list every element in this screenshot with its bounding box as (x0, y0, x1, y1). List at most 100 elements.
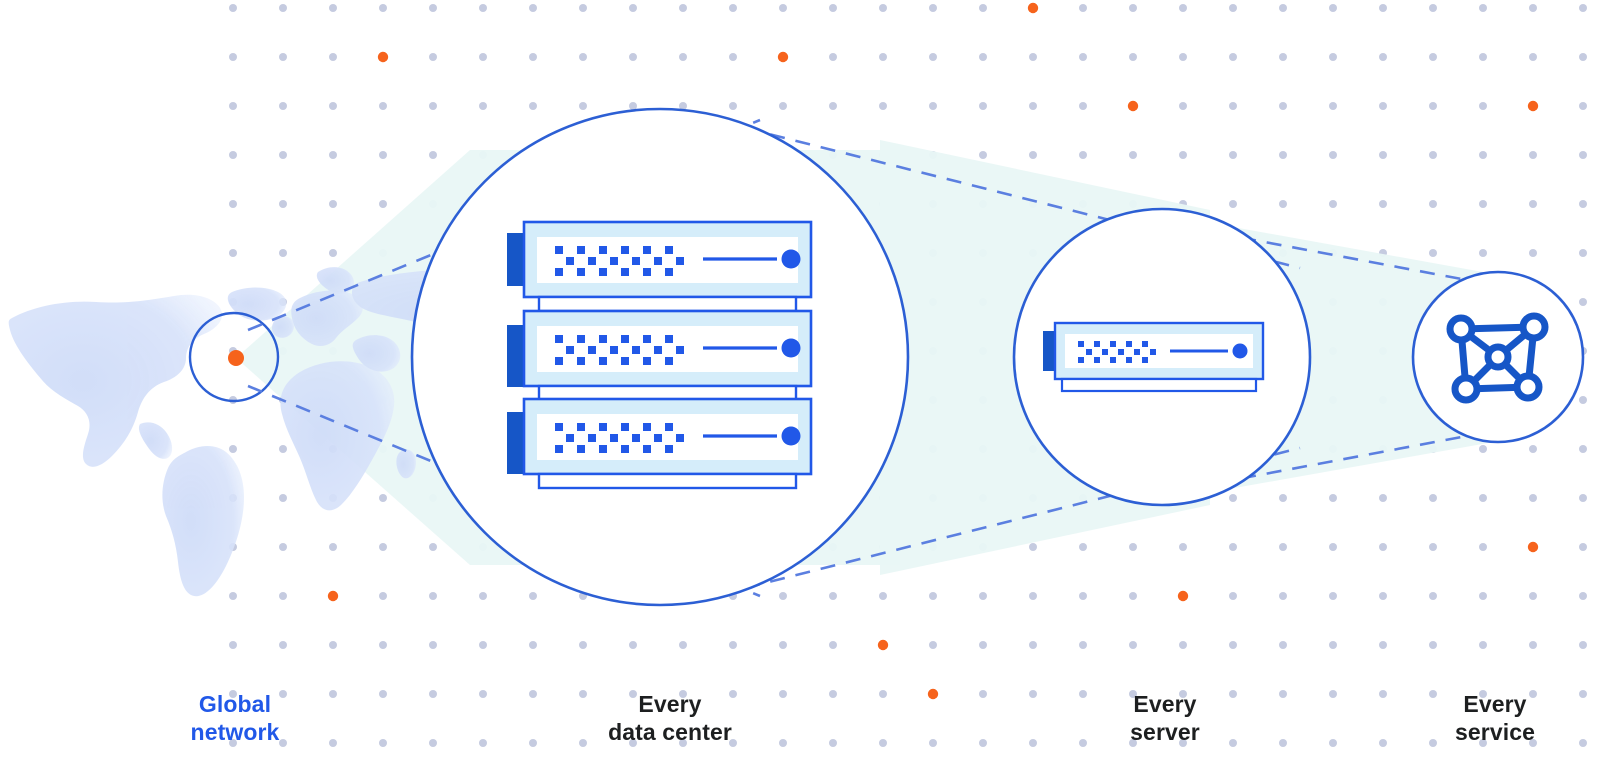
accent-dot (1027, 2, 1039, 14)
accent-dot (777, 51, 789, 63)
grid-dot (329, 690, 337, 698)
grid-dot (429, 739, 437, 747)
grid-dot (1129, 690, 1137, 698)
grid-dot (1229, 543, 1237, 551)
rack-unit-1 (507, 220, 813, 313)
grid-dot (1029, 151, 1037, 159)
grid-dot (629, 690, 637, 698)
grid-dot (929, 102, 937, 110)
grid-dot (479, 4, 487, 12)
grid-dot (1379, 494, 1387, 502)
grid-dot (1379, 4, 1387, 12)
grid-dot (779, 4, 787, 12)
grid-dot (1279, 102, 1287, 110)
network-node-bottom-left (1451, 374, 1481, 404)
grid-dot (1329, 494, 1337, 502)
network-node-top-left (1446, 314, 1476, 344)
grid-dot (1429, 592, 1437, 600)
grid-dot (279, 592, 287, 600)
grid-dot (429, 543, 437, 551)
grid-dot (1079, 592, 1087, 600)
grid-dot (1479, 249, 1487, 257)
grid-dot (1379, 690, 1387, 698)
grid-dot (1529, 151, 1537, 159)
grid-dot (1479, 445, 1487, 453)
grid-dot (1579, 102, 1587, 110)
grid-dot (429, 102, 437, 110)
grid-dot (1329, 592, 1337, 600)
grid-dot (1179, 4, 1187, 12)
grid-dot (879, 102, 887, 110)
grid-dot (629, 53, 637, 61)
server-unit-icon (1043, 321, 1265, 393)
grid-dot (229, 592, 237, 600)
grid-dot (879, 690, 887, 698)
grid-dot (1329, 4, 1337, 12)
grid-dot (929, 4, 937, 12)
grid-dot (329, 102, 337, 110)
grid-dot (979, 690, 987, 698)
grid-dot (729, 4, 737, 12)
grid-dot (579, 690, 587, 698)
grid-dot (229, 739, 237, 747)
grid-dot (1079, 4, 1087, 12)
grid-dot (679, 53, 687, 61)
grid-dot (1179, 102, 1187, 110)
grid-dot (1579, 53, 1587, 61)
grid-dot (379, 592, 387, 600)
grid-dot (1479, 4, 1487, 12)
grid-dot (1379, 543, 1387, 551)
accent-dot (1527, 100, 1539, 112)
grid-dot (329, 543, 337, 551)
grid-dot (1479, 494, 1487, 502)
grid-dot (1479, 641, 1487, 649)
grid-dot (329, 200, 337, 208)
grid-dot (429, 151, 437, 159)
grid-dot (579, 53, 587, 61)
grid-dot (829, 592, 837, 600)
grid-dot (729, 641, 737, 649)
grid-dot (1029, 739, 1037, 747)
map-highlight-circle (188, 311, 280, 403)
grid-dot (1579, 641, 1587, 649)
map-location-marker (228, 350, 244, 366)
grid-dot (279, 445, 287, 453)
grid-dot (929, 641, 937, 649)
grid-dot (229, 151, 237, 159)
grid-dot (979, 4, 987, 12)
grid-dot (829, 739, 837, 747)
grid-dot (1579, 739, 1587, 747)
grid-dot (1329, 102, 1337, 110)
grid-dot (1379, 641, 1387, 649)
grid-dot (1279, 200, 1287, 208)
grid-dot (829, 53, 837, 61)
server-rack-icon (507, 220, 813, 490)
grid-dot (1529, 53, 1537, 61)
grid-dot (1329, 690, 1337, 698)
accent-dot (377, 51, 389, 63)
server-lens (1012, 207, 1312, 507)
grid-dot (1429, 739, 1437, 747)
grid-dot (1529, 445, 1537, 453)
grid-dot (1429, 102, 1437, 110)
grid-dot (1079, 151, 1087, 159)
grid-dot (829, 4, 837, 12)
grid-dot (1129, 592, 1137, 600)
grid-dot (379, 641, 387, 649)
accent-dot (927, 688, 939, 700)
grid-dot (529, 739, 537, 747)
grid-dot (829, 102, 837, 110)
grid-dot (1179, 151, 1187, 159)
grid-dot (379, 102, 387, 110)
grid-dot (479, 592, 487, 600)
grid-dot (1329, 151, 1337, 159)
grid-dot (879, 53, 887, 61)
grid-dot (1179, 543, 1187, 551)
grid-dot (879, 4, 887, 12)
grid-dot (729, 690, 737, 698)
grid-dot (1579, 151, 1587, 159)
grid-dot (529, 592, 537, 600)
grid-dot (1329, 641, 1337, 649)
grid-dot (1329, 543, 1337, 551)
rack-unit-3-status-led (781, 426, 801, 446)
